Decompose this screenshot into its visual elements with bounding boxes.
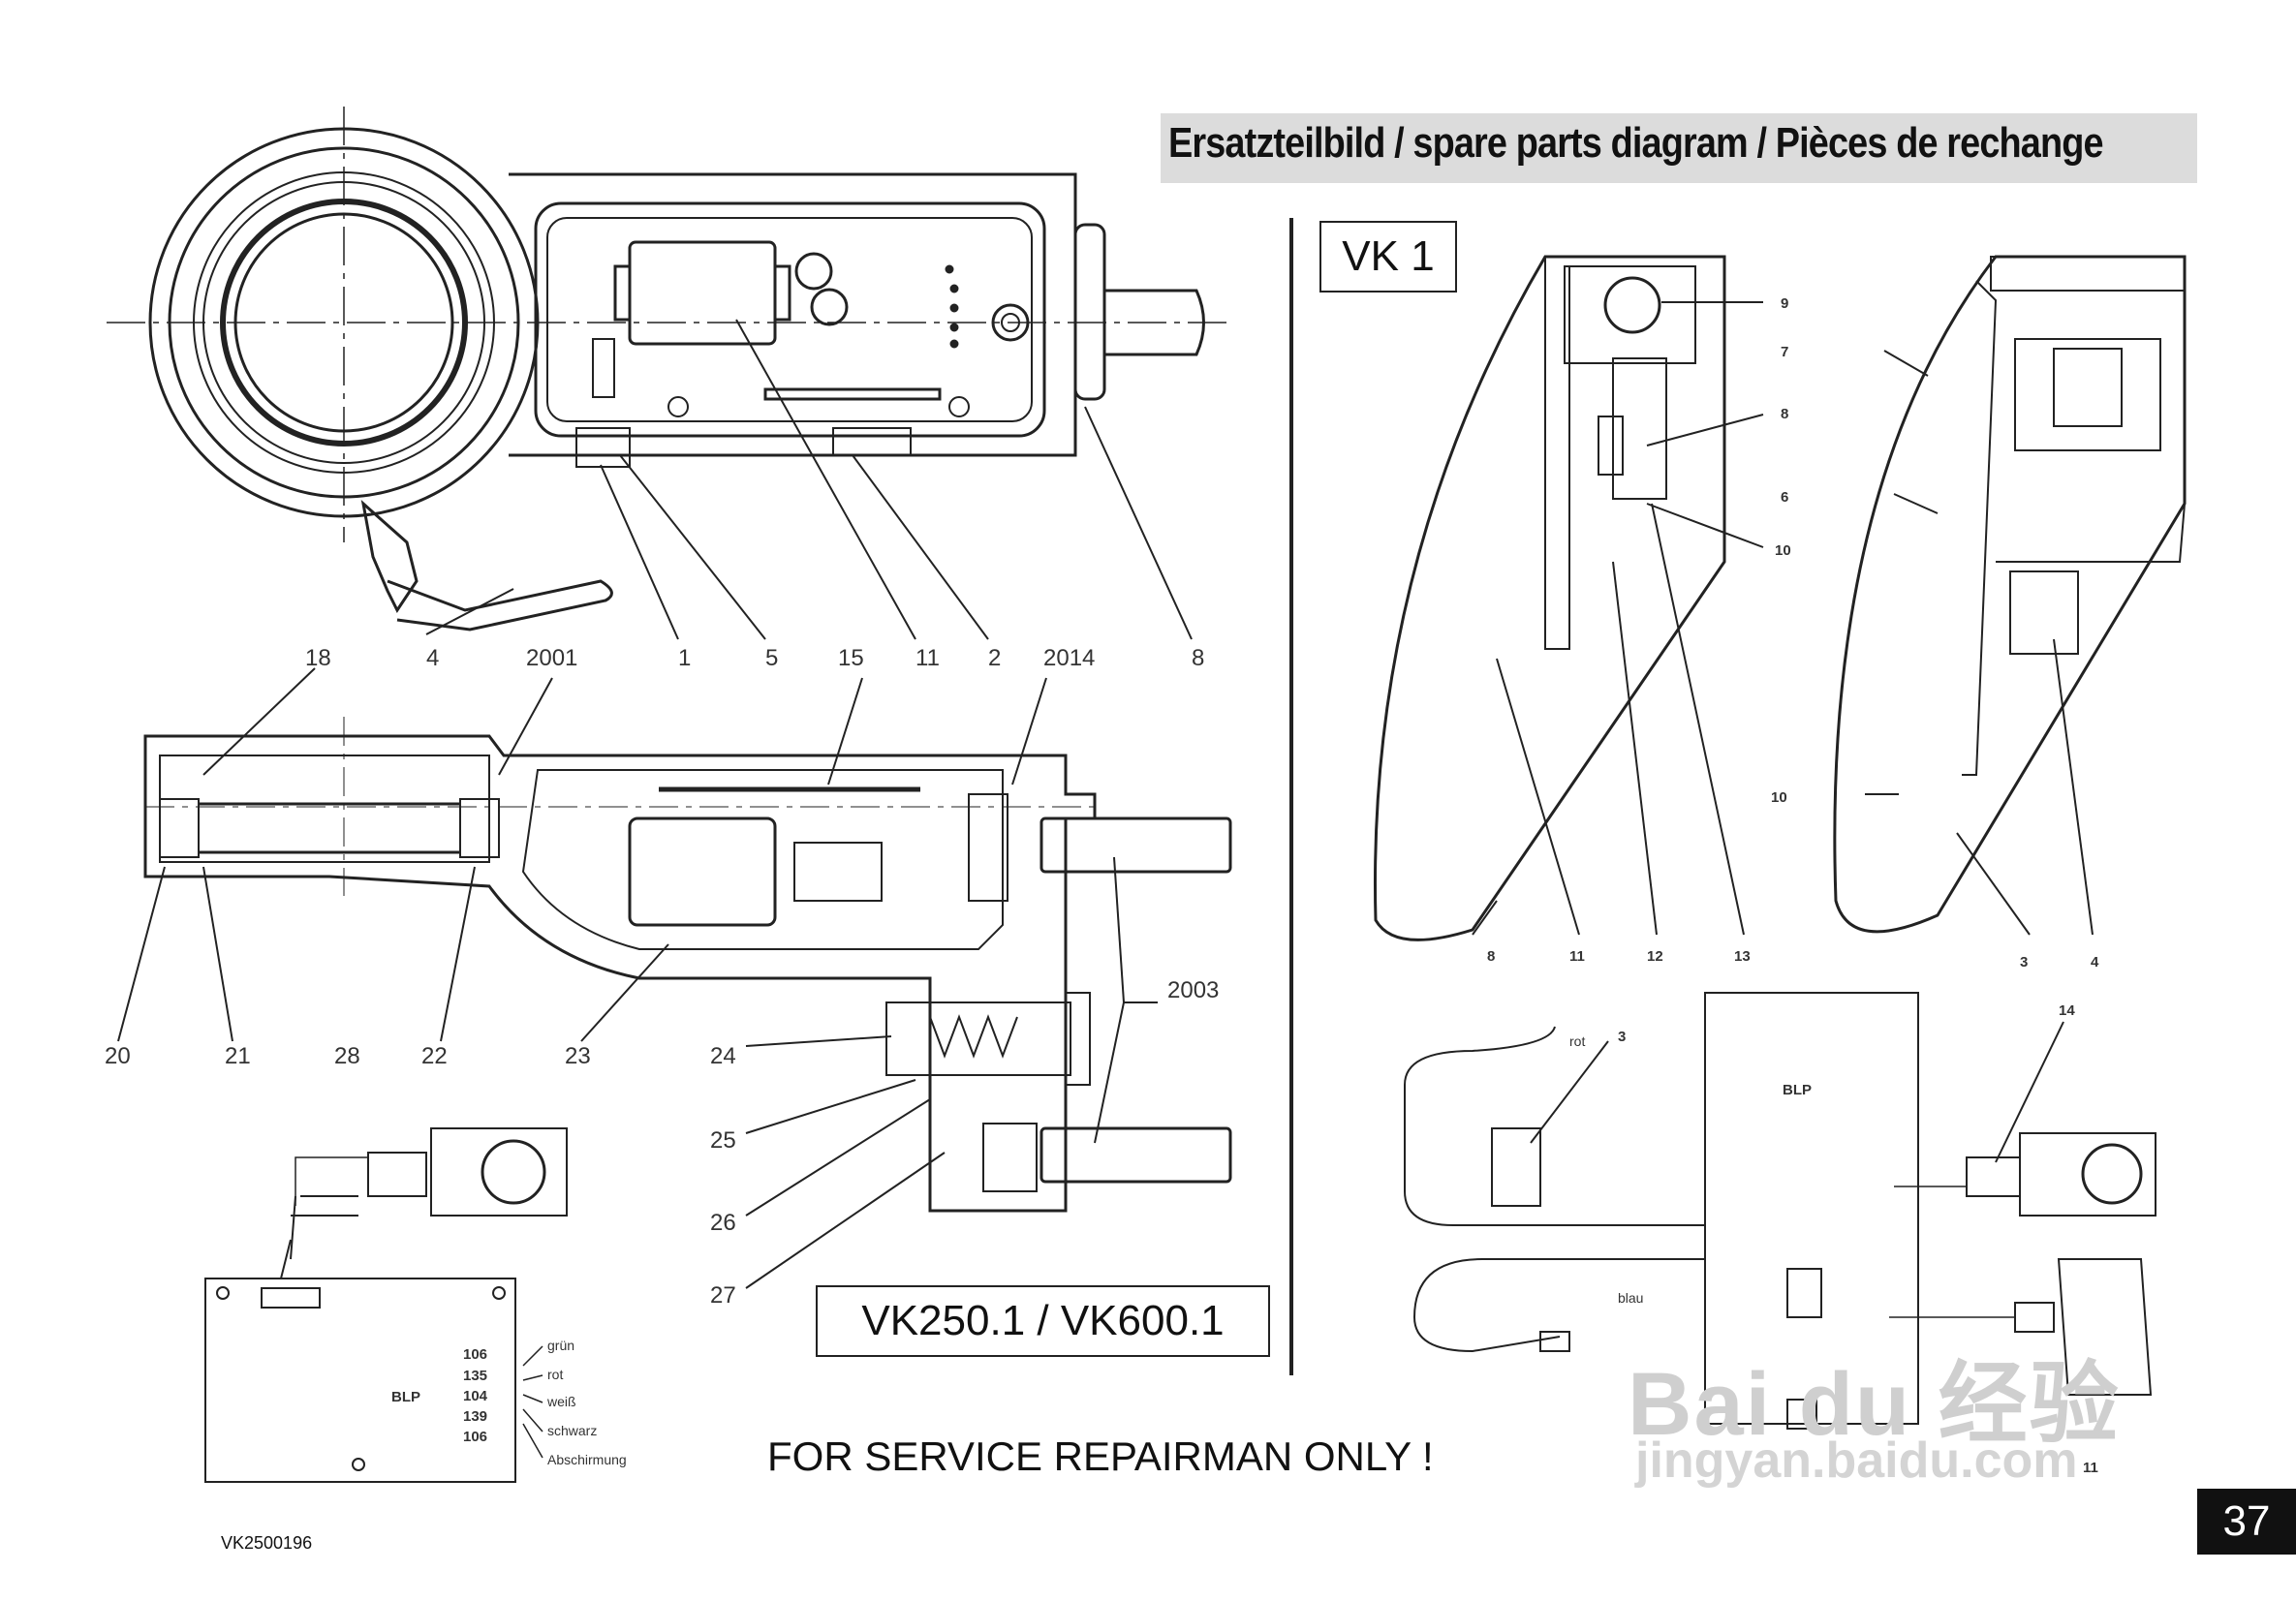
ring-assembly [148,127,613,632]
watermark-url: jingyan.baidu.com [1635,1433,2078,1489]
left-board [204,1127,568,1483]
callout-number: 24 [710,1043,736,1069]
document-number: VK2500196 [221,1533,313,1553]
callout-number: 22 [421,1043,448,1069]
callout-number: 10 [1775,542,1791,559]
board-pin: 106 [463,1429,487,1445]
callout-number: 1 [678,645,691,671]
board-pin: 135 [463,1368,487,1384]
callout-number: 12 [1647,948,1663,965]
board-pin: 106 [463,1346,487,1363]
callout-number: 2 [988,645,1001,671]
callout-number: 7 [1781,344,1788,360]
cross-section [143,717,1232,1213]
vk1-side-view [1374,255,1726,941]
wire-label: grün [547,1338,574,1353]
callout-number: 28 [334,1043,360,1069]
callout-number: 18 [305,645,331,671]
board-pin: 139 [463,1408,487,1425]
callout-number: 2014 [1043,645,1095,671]
callout-number: 3 [2020,954,2028,970]
motor-housing [509,172,1205,468]
callout-number: 4 [426,645,439,671]
callout-number: 2003 [1167,977,1219,1003]
top-leaders [425,319,1193,640]
callout-number: 27 [710,1282,736,1309]
callout-number: 11 [2083,1460,2098,1476]
board-pin: 104 [463,1388,488,1404]
vk1-model-label: VK 1 [1319,221,1457,293]
wire-label: rot [1569,1033,1585,1049]
callout-number: 9 [1781,295,1788,312]
callout-number: 5 [765,645,778,671]
callout-number: 10 [1771,789,1787,806]
callout-number: 6 [1781,489,1788,506]
vk1-leaders [1472,301,2094,936]
callout-number: 8 [1781,406,1788,422]
callout-number: 8 [1192,645,1204,671]
callout-number: 25 [710,1127,736,1154]
page-number: 37 [2197,1489,2296,1555]
page-title: Ersatzteilbild / spare parts diagram / P… [1168,119,2104,167]
vk1-open-view [1833,255,2187,934]
service-note: FOR SERVICE REPAIRMAN ONLY ! [767,1433,1434,1479]
wire-label: schwarz [547,1423,597,1438]
callout-number: 2001 [526,645,577,671]
board-label: BLP [1783,1082,1812,1098]
section-leaders [117,667,1158,1289]
vk250-model-label: VK250.1 / VK600.1 [816,1285,1270,1357]
callout-number: 21 [225,1043,251,1069]
callout-number: 20 [105,1043,131,1069]
wire-label: rot [547,1367,563,1382]
watermark-logo: Bai du 经验 [1628,1355,2121,1454]
wire-label: weiß [546,1394,576,1409]
callout-number: 13 [1734,948,1751,965]
callout-number: 15 [838,645,864,671]
callout-number: 23 [565,1043,591,1069]
vk1-wiring [1404,992,2156,1430]
callout-number: 11 [915,645,940,671]
callout-number: 8 [1487,948,1495,965]
board-label: BLP [391,1389,420,1405]
vk1-wiring-text: BLP rot blau [1569,1033,1812,1306]
callout-number: 4 [2091,954,2099,970]
callout-number: 3 [1618,1029,1626,1045]
title-background [1161,113,2197,183]
callout-number: 26 [710,1210,736,1236]
callout-number: 14 [2059,1002,2075,1019]
left-board-text: BLP 106 135 104 139 106 grün rot weiß sc… [391,1338,627,1467]
wire-label: Abschirmung [547,1452,627,1467]
wire-label: blau [1618,1290,1643,1306]
callout-number: 11 [1569,948,1585,965]
